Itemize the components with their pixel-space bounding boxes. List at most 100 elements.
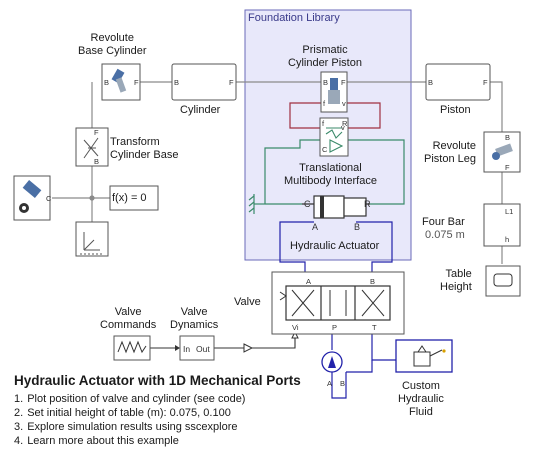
port-label: R (342, 119, 348, 128)
port-label: R (364, 199, 371, 209)
label-line: Fluid (409, 406, 433, 418)
port-label: h (505, 235, 509, 244)
example-step-link[interactable]: 4.Learn more about this example (14, 434, 245, 448)
translational-wires (254, 139, 405, 205)
port-label: v (341, 123, 345, 132)
wire-piston-to-leg[interactable] (490, 81, 503, 132)
port-label: f (322, 119, 325, 128)
example-step-link[interactable]: 1.Plot position of valve and cylinder (s… (14, 392, 245, 406)
four-bar-label: Four Bar 0.075 m (422, 216, 465, 242)
port-label: f (323, 99, 326, 108)
example-step-link[interactable]: 3.Explore simulation results using sscex… (14, 420, 245, 434)
cylinder-block[interactable] (171, 63, 237, 101)
wire-force-feedback[interactable] (289, 102, 321, 129)
port-label: C (304, 199, 311, 209)
valve-commands-label: Valve Commands (100, 306, 156, 332)
revolute-base-label: Revolute Base Cylinder (78, 32, 146, 58)
port-label: In (183, 344, 190, 354)
port-label: F (483, 78, 488, 87)
port-label: B (94, 157, 99, 166)
label-line: Four Bar (422, 216, 465, 228)
label-line: Valve (114, 306, 142, 318)
port-label: B (174, 78, 179, 87)
step-text: Learn more about this example (27, 435, 179, 447)
label-line: Prismatic (302, 44, 348, 56)
label-line: Piston Leg (424, 153, 476, 165)
custom-fluid-label: Custom Hydraulic Fluid (398, 380, 444, 419)
port-label: B (354, 222, 360, 232)
four-bar-block[interactable] (483, 203, 521, 247)
label-line: Custom (401, 380, 440, 392)
port-label: C (322, 145, 328, 154)
table-height-display (493, 273, 513, 287)
fx-label: f(x) = 0 (112, 192, 147, 204)
example-step-link[interactable]: 2.Set initial height of table (m): 0.075… (14, 406, 245, 420)
arrow-head (291, 330, 299, 339)
revolute-base-icon (111, 68, 127, 93)
port-label: B (340, 379, 345, 388)
fx-block[interactable] (109, 185, 159, 211)
wire-valve-t-to-fluid[interactable] (371, 334, 396, 361)
port-label: L1 (505, 207, 513, 216)
port-label: F (341, 78, 346, 87)
wire-actuator-b-to-valve[interactable] (356, 221, 393, 272)
signal-builder-icon (117, 340, 147, 354)
step-number: 4. (14, 435, 24, 447)
label-line: Translational (299, 162, 362, 174)
label-line: Revolute (432, 140, 476, 152)
revolute-leg-label: Revolute Piston Leg (424, 140, 476, 166)
oil-can-icon (413, 345, 446, 367)
port-label: A (312, 222, 318, 232)
port-label: Vi (292, 323, 299, 332)
hydraulic-actuator-label: Hydraulic Actuator (290, 240, 380, 252)
valve-block[interactable] (271, 271, 405, 335)
label-line: Cylinder Base (110, 149, 179, 161)
wire-actuator-a-to-valve[interactable] (279, 221, 314, 272)
prismatic-icon (328, 78, 340, 104)
wire-pump-return[interactable] (331, 372, 347, 399)
valve-dynamics-block[interactable] (179, 335, 215, 361)
port-labels: B F B F B F f v B F B F F B f R C v C C … (46, 78, 513, 388)
hydraulic-actuator-block[interactable] (302, 195, 370, 219)
wire-pump-to-tank[interactable] (346, 360, 373, 373)
port-label: F (505, 163, 510, 172)
wire-velocity-feedback[interactable] (347, 102, 381, 129)
port-label: v (342, 99, 346, 108)
step-number: 1. (14, 393, 24, 405)
step-number: 2. (14, 407, 24, 419)
label-line: Commands (100, 319, 157, 331)
transform-base-label: Transform Cylinder Base (110, 136, 178, 162)
label-line: Multibody Interface (284, 175, 377, 187)
valve-label: Valve (234, 296, 261, 308)
port-label: C (46, 194, 52, 203)
ps-converter-icon[interactable] (243, 343, 254, 353)
port-label: F (134, 78, 139, 87)
label-line: Table (445, 268, 472, 280)
example-title: Hydraulic Actuator with 1D Mechanical Po… (14, 373, 301, 388)
table-height-label: Table Height (440, 268, 472, 294)
step-text: Explore simulation results using sscexpl… (27, 421, 238, 433)
label-line: Height (440, 281, 472, 293)
port-label: B (370, 277, 375, 286)
arrow-head (175, 345, 180, 351)
label-line: Cylinder Piston (288, 57, 362, 69)
piston-block[interactable] (425, 63, 491, 101)
label-line: Transform (110, 136, 160, 148)
cylinder-label: Cylinder (180, 104, 221, 116)
port-label: B (428, 78, 433, 87)
signal-wires (150, 336, 296, 349)
label-line: Hydraulic (398, 393, 444, 405)
wire-interface-r[interactable] (348, 139, 405, 205)
label-line: Revolute (90, 32, 134, 44)
example-steps: 1.Plot position of valve and cylinder (s… (14, 392, 245, 448)
label-line: Dynamics (170, 319, 219, 331)
wire-ps-to-valve[interactable] (252, 336, 296, 349)
port-label: F (229, 78, 234, 87)
world-frame-icon (80, 232, 104, 255)
wire-interface-c[interactable] (264, 139, 320, 204)
port-label: B (505, 133, 510, 142)
pump-block[interactable] (321, 351, 343, 373)
feedback-wires (289, 102, 381, 129)
world-frame-block[interactable] (75, 221, 109, 257)
